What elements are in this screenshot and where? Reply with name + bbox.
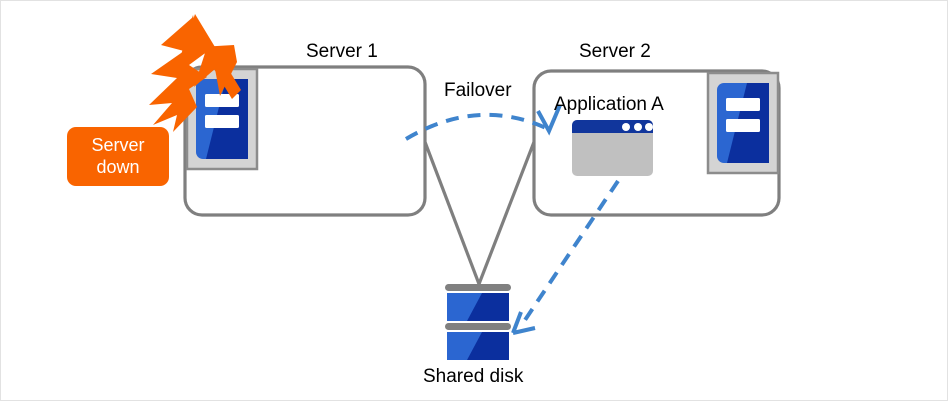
shared-disk-icon[interactable] — [445, 284, 511, 360]
server-icon — [706, 71, 780, 175]
server-1-node[interactable] — [183, 65, 427, 217]
server-icon — [185, 67, 259, 171]
connector-server1-to-disk — [423, 141, 481, 285]
server-1-label: Server 1 — [306, 41, 378, 62]
application-window-icon[interactable] — [572, 120, 653, 176]
shared-disk-label: Shared disk — [423, 366, 524, 387]
server-2-node[interactable] — [532, 69, 781, 217]
application-a-label: Application A — [554, 94, 664, 115]
server-down-line-2: down — [96, 156, 140, 177]
disk-access-arrow-icon — [511, 179, 620, 335]
failover-label: Failover — [444, 80, 512, 101]
failover-arrow-icon — [404, 104, 562, 141]
server-down-line-1: Server — [91, 135, 145, 156]
connector-server2-to-disk — [477, 141, 536, 285]
disk-connector-lines — [423, 141, 536, 285]
server-down-badge: Server down — [67, 127, 169, 186]
server-2-label: Server 2 — [579, 41, 651, 62]
lightning-burst-icon — [149, 14, 241, 132]
